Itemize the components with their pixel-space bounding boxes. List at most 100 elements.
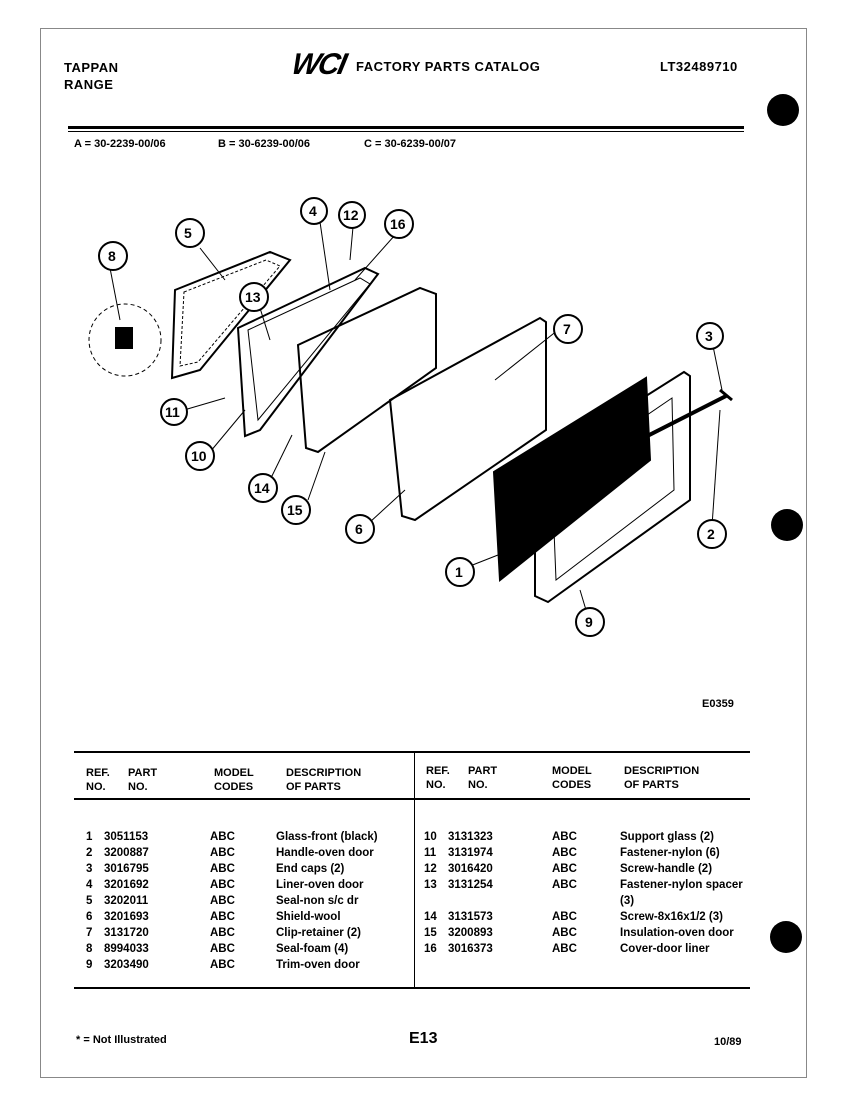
callout-4: 4 [300, 197, 328, 225]
cell-part: 3016795 [104, 863, 149, 875]
liner-outline [236, 266, 380, 438]
shield-outline [388, 316, 547, 522]
cell-desc: Cover-door liner [620, 943, 710, 955]
model-code-b: B = 30-6239-00/06 [218, 138, 311, 150]
cell-codes: ABC [552, 831, 577, 843]
wci-logo: WCI [288, 48, 348, 81]
cell-part: 3131573 [448, 911, 493, 923]
hdr-of-parts-r: OF PARTS [624, 779, 679, 791]
cell-ref: 2 [86, 847, 93, 859]
cell-part: 3016373 [448, 943, 493, 955]
cell-part: 8994033 [104, 943, 149, 955]
svg-text:9: 9 [585, 614, 593, 630]
hdr-codes-r: CODES [552, 779, 592, 791]
svg-text:4: 4 [309, 203, 317, 219]
cell-codes: ABC [552, 863, 577, 875]
seal-outline [170, 250, 292, 380]
cell-part: 3131323 [448, 831, 493, 843]
svg-text:7: 7 [563, 321, 571, 337]
callout-1: 1 [445, 557, 475, 587]
svg-text:15: 15 [287, 502, 303, 518]
cell-desc: Glass-front (black) [276, 831, 378, 843]
cell-ref: 3 [86, 863, 93, 875]
cell-ref: 5 [86, 895, 93, 907]
cell-codes: ABC [210, 895, 235, 907]
cell-part [448, 893, 552, 909]
cell-codes: ABC [552, 847, 577, 859]
callout-13: 13 [239, 282, 269, 312]
cell-codes: ABC [210, 943, 235, 955]
callout-8: 8 [98, 241, 128, 271]
svg-text:3: 3 [705, 328, 713, 344]
hdr-codes: CODES [214, 781, 254, 793]
cell-desc: Screw-8x16x1/2 (3) [620, 911, 723, 923]
cell-part: 3131974 [448, 847, 493, 859]
callout-9-mark: 9 [575, 607, 605, 637]
cell-desc: Insulation-oven door [620, 927, 734, 939]
header-rule-thick [68, 126, 744, 129]
cell-codes: ABC [210, 959, 235, 971]
cell-codes [552, 893, 620, 909]
cell-codes: ABC [210, 831, 235, 843]
hdr-description-r: DESCRIPTION [624, 765, 700, 777]
handle-outline [599, 394, 727, 462]
cell-codes: ABC [210, 927, 235, 939]
table-bottom-rule [74, 987, 750, 989]
cell-desc: Trim-oven door [276, 959, 360, 971]
cell-part: 3202011 [104, 895, 149, 907]
figure-code: E0359 [702, 698, 734, 710]
svg-text:10: 10 [191, 448, 207, 464]
hdr-ref-r: REF. [426, 765, 450, 777]
glass-outline [492, 376, 652, 582]
callout-15: 15 [281, 495, 311, 525]
svg-text:5: 5 [184, 225, 192, 241]
cell-desc: Screw-handle (2) [620, 863, 713, 875]
cell-codes: ABC [552, 927, 577, 939]
svg-text:16: 16 [390, 216, 406, 232]
svg-text:2: 2 [707, 526, 715, 542]
page-border [40, 28, 807, 1078]
cell-ref: 15 [424, 927, 437, 939]
callout-12: 12 [338, 201, 366, 229]
cell-desc: Shield-wool [276, 911, 341, 923]
cell-ref: 13 [424, 879, 437, 891]
cell-part: 3131254 [448, 879, 493, 891]
hdr-part-no: NO. [128, 781, 148, 793]
callout-16: 16 [384, 209, 414, 239]
cell-desc: Clip-retainer (2) [276, 927, 361, 939]
hdr-part: PART [128, 767, 158, 779]
table-top-rule [74, 751, 750, 753]
cell-codes: ABC [552, 911, 577, 923]
cell-codes: ABC [552, 943, 577, 955]
cell-part: 3203490 [104, 959, 149, 971]
model-code-a: A = 30-2239-00/06 [74, 138, 166, 150]
svg-text:13: 13 [245, 289, 261, 305]
cell-desc: Fastener-nylon (6) [620, 847, 720, 859]
cell-ref [424, 893, 448, 909]
brand-line1: TAPPAN [64, 60, 119, 75]
callout-2: 2 [697, 519, 727, 549]
hdr-of-parts: OF PARTS [286, 781, 341, 793]
cell-desc: Seal-foam (4) [276, 943, 349, 955]
cover-outline [296, 286, 437, 454]
cell-desc: (3) [620, 895, 635, 907]
brand-line2: RANGE [64, 77, 114, 92]
exploded-parts-diagram: 5 4 12 16 8 13 7 3 11 10 14 15 6 2 1 [88, 197, 733, 611]
cell-ref: 1 [86, 831, 93, 843]
cell-desc: Liner-oven door [276, 879, 364, 891]
callout-10: 10 [185, 441, 215, 471]
cell-ref: 6 [86, 911, 93, 923]
svg-text:14: 14 [254, 480, 270, 496]
